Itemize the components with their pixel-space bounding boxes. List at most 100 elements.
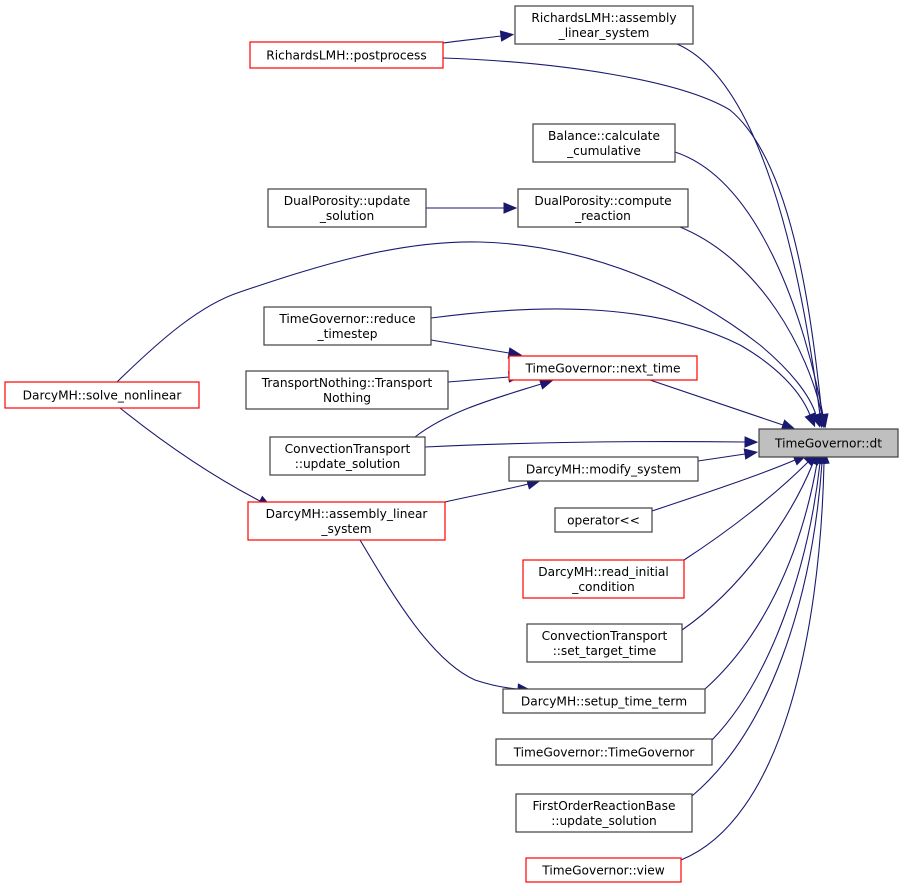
node-label: operator<<	[567, 514, 640, 528]
node-box[interactable]	[263, 306, 432, 346]
arrowhead-icon	[744, 436, 759, 448]
node-tn[interactable]: TransportNothing::TransportNothing	[245, 370, 449, 410]
node-dmh-solve[interactable]: DarcyMH::solve_nonlinear	[4, 381, 200, 409]
edge-line	[697, 453, 746, 462]
node-box[interactable]	[532, 123, 676, 163]
edges-layer	[116, 30, 830, 861]
node-bal-cum[interactable]: Balance::calculate_cumulative	[532, 123, 676, 163]
edge-line	[424, 440, 746, 448]
node-label: DarcyMH::solve_nonlinear	[23, 389, 183, 403]
node-op[interactable]: operator<<	[554, 507, 653, 533]
edge-tg_next-to-dt	[649, 379, 796, 431]
edge-line	[651, 459, 796, 512]
node-dmh-mod[interactable]: DarcyMH::modify_system	[508, 456, 699, 482]
node-box[interactable]	[508, 456, 699, 482]
node-box[interactable]	[267, 188, 427, 228]
edge-dmh_mod-to-dt	[697, 448, 759, 462]
node-box[interactable]	[495, 738, 713, 766]
node-box[interactable]	[517, 188, 689, 228]
node-box[interactable]	[514, 5, 694, 45]
edge-rlmh_asm-to-dt	[676, 43, 826, 429]
node-box[interactable]	[269, 436, 426, 476]
arrowhead-icon	[538, 378, 554, 390]
node-dp-cr[interactable]: DualPorosity::compute_reaction	[517, 188, 689, 228]
edge-dmh_asm-to-dmh_mod	[444, 478, 541, 503]
node-label: DualPorosity::compute	[534, 194, 671, 208]
edge-line	[430, 339, 510, 354]
node-dt[interactable]: TimeGovernor::dt	[758, 428, 899, 458]
node-rlmh-asm[interactable]: RichardsLMH::assembly_linear_system	[514, 5, 694, 45]
node-dp-upd[interactable]: DualPorosity::update_solution	[267, 188, 427, 228]
edge-line	[119, 407, 261, 502]
node-label: ::update_solution	[295, 457, 401, 471]
node-box[interactable]	[526, 623, 683, 663]
node-label: RichardsLMH::postprocess	[266, 49, 426, 63]
node-ct-upd[interactable]: ConvectionTransport::update_solution	[269, 436, 426, 476]
node-label: RichardsLMH::assembly	[531, 11, 676, 25]
edge-ct_upd-to-dt	[424, 436, 759, 448]
node-box[interactable]	[247, 501, 446, 541]
node-label: ::set_target_time	[553, 644, 657, 658]
node-label: _cumulative	[566, 144, 641, 158]
edge-line	[359, 539, 519, 690]
node-dmh-setup[interactable]: DarcyMH::setup_time_term	[502, 688, 706, 714]
edge-line	[683, 461, 809, 561]
edge-tg_view-to-dt	[680, 449, 830, 861]
node-box[interactable]	[249, 41, 444, 69]
node-box[interactable]	[758, 428, 899, 458]
edge-line	[444, 483, 529, 503]
edge-line	[711, 462, 821, 741]
node-tg-red[interactable]: TimeGovernor::reduce_timestep	[263, 306, 432, 346]
edge-line	[447, 376, 510, 383]
edge-line	[679, 226, 823, 416]
edge-line	[414, 383, 542, 438]
node-label: DarcyMH::setup_time_term	[521, 695, 687, 709]
node-tg-ctor[interactable]: TimeGovernor::TimeGovernor	[495, 738, 713, 766]
node-label: _condition	[571, 580, 634, 594]
node-fo-upd[interactable]: FirstOrderReactionBase::update_solution	[515, 793, 693, 833]
edge-dp_upd-to-dp_cr	[426, 202, 518, 214]
node-label: DualPorosity::update	[284, 194, 411, 208]
node-box[interactable]	[508, 355, 698, 381]
node-label: _linear_system	[558, 26, 650, 40]
edge-line	[430, 308, 811, 416]
node-label: FirstOrderReactionBase	[533, 799, 676, 813]
node-label: Balance::calculate	[548, 129, 660, 143]
node-label: TimeGovernor::dt	[774, 437, 882, 451]
node-label: TimeGovernor::TimeGovernor	[513, 746, 696, 760]
node-box[interactable]	[554, 507, 653, 533]
arrowhead-icon	[503, 202, 518, 214]
edge-ct_upd-to-tg_next	[414, 378, 554, 438]
node-box[interactable]	[502, 688, 706, 714]
node-box[interactable]	[515, 793, 693, 833]
node-tg-view[interactable]: TimeGovernor::view	[525, 857, 682, 883]
edge-tg_red-to-dt	[430, 308, 816, 428]
node-dmh-read[interactable]: DarcyMH::read_initial_condition	[522, 559, 685, 599]
edge-line	[681, 462, 814, 631]
arrowhead-icon	[499, 30, 515, 42]
edge-line	[442, 57, 823, 416]
edge-tg_ctor-to-dt	[711, 449, 826, 741]
arrowhead-icon	[743, 448, 759, 460]
node-label: _solution	[319, 209, 374, 223]
node-box[interactable]	[522, 559, 685, 599]
edge-dmh_solve-to-dmh_asm	[119, 407, 272, 508]
node-rlmh-post[interactable]: RichardsLMH::postprocess	[249, 41, 444, 69]
node-label: TimeGovernor::next_time	[524, 362, 680, 376]
edge-line	[649, 379, 784, 426]
nodes-layer: TimeGovernor::dt RichardsLMH::assembly_li…	[4, 5, 899, 883]
edge-dmh_asm-to-dmh_setup	[359, 539, 532, 695]
node-box[interactable]	[245, 370, 449, 410]
node-box[interactable]	[525, 857, 682, 883]
edge-line	[676, 43, 821, 416]
edge-line	[116, 241, 817, 416]
node-box[interactable]	[4, 381, 200, 409]
node-label: ConvectionTransport	[542, 629, 668, 643]
node-dmh-asm[interactable]: DarcyMH::assembly_linear_system	[247, 501, 446, 541]
node-label: _reaction	[574, 209, 631, 223]
node-ct-set[interactable]: ConvectionTransport::set_target_time	[526, 623, 683, 663]
edge-line	[680, 462, 825, 861]
node-tg-next[interactable]: TimeGovernor::next_time	[508, 355, 698, 381]
node-label: DarcyMH::assembly_linear	[266, 507, 429, 521]
